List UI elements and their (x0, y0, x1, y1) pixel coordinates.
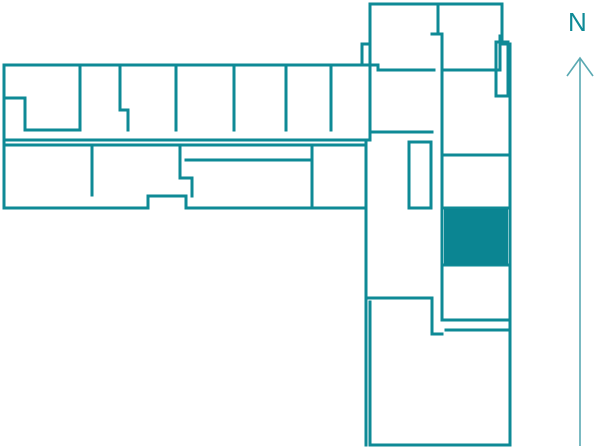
room-wall (2, 143, 368, 210)
east-wing (364, 32, 512, 447)
west-wing-south-rooms (2, 138, 368, 210)
room-wall (2, 63, 372, 142)
north-arrowhead-icon (566, 56, 594, 77)
room-wall (407, 140, 433, 210)
north-block (360, 2, 512, 134)
room-wall (364, 296, 512, 447)
room-wall (494, 40, 510, 98)
room-wall (2, 63, 333, 132)
room-wall (360, 2, 512, 134)
north-compass: N (566, 7, 594, 446)
west-wing-north-rooms (2, 63, 372, 142)
selected-unit[interactable] (444, 209, 508, 265)
north-label: N (568, 7, 587, 37)
room-wall (2, 138, 368, 210)
